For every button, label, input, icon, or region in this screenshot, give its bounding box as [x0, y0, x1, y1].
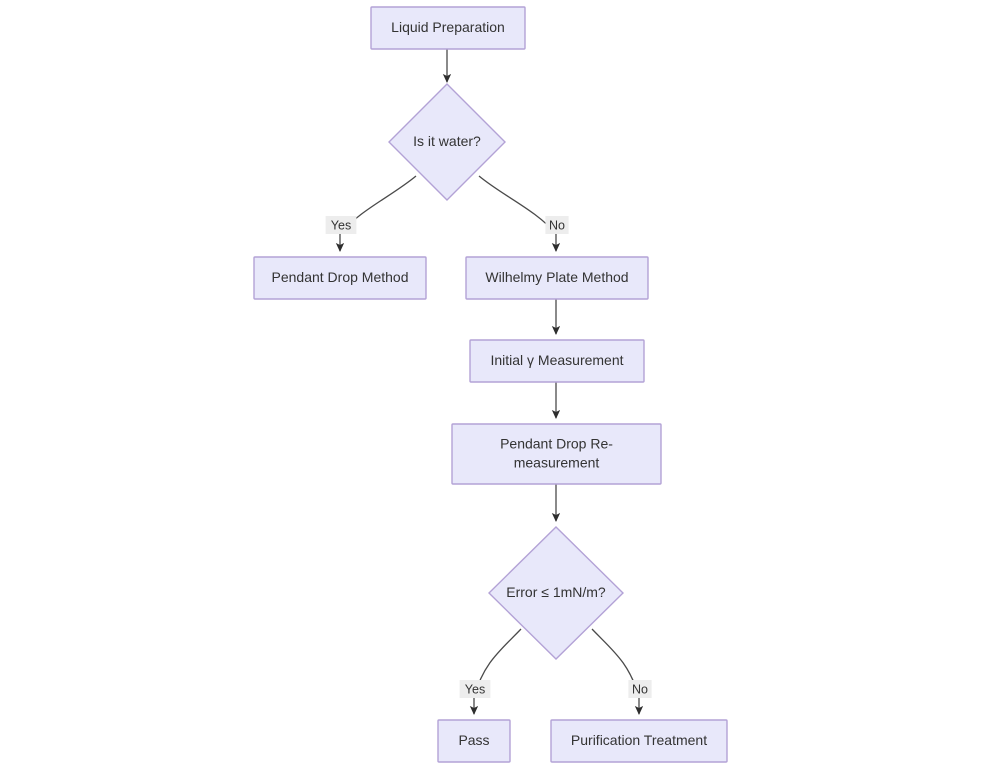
node-liquid-preparation[interactable]: Liquid Preparation — [370, 6, 526, 50]
process-shape[interactable] — [437, 719, 511, 763]
process-shape[interactable] — [465, 256, 649, 300]
edge-error-check-to-purification-treatment — [591, 628, 644, 716]
process-shape[interactable] — [451, 423, 662, 485]
edge-label-background — [325, 216, 357, 234]
edge-is-it-water-to-wilhelmy-plate-method — [478, 175, 561, 253]
decision-shape[interactable] — [388, 83, 506, 201]
edge-label-background — [459, 680, 491, 698]
edge-label-text: Yes — [331, 218, 351, 232]
process-shape[interactable] — [550, 719, 728, 763]
edge-label-error-check-purification-treatment: No — [628, 680, 652, 698]
node-pass[interactable]: Pass — [437, 719, 511, 763]
decision-shape[interactable] — [488, 526, 624, 660]
edge-is-it-water-to-pendant-drop-method — [335, 175, 417, 253]
edge-label-text: Yes — [465, 682, 485, 696]
process-shape[interactable] — [370, 6, 526, 50]
process-shape[interactable] — [469, 339, 645, 383]
edge-error-check-to-pass — [469, 628, 522, 716]
node-initial-gamma-measurement[interactable]: Initial γ Measurement — [469, 339, 645, 383]
node-pendant-drop-remeasurement[interactable]: Pendant Drop Re-measurement — [451, 423, 662, 485]
edge-label-is-it-water-pendant-drop-method: Yes — [325, 216, 357, 234]
edge-label-background — [545, 216, 569, 234]
process-shape[interactable] — [253, 256, 427, 300]
node-pendant-drop-method[interactable]: Pendant Drop Method — [253, 256, 427, 300]
edge-label-text: No — [549, 218, 565, 232]
node-wilhelmy-plate-method[interactable]: Wilhelmy Plate Method — [465, 256, 649, 300]
edge-label-background — [628, 680, 652, 698]
edge-label-error-check-pass: Yes — [459, 680, 491, 698]
node-purification-treatment[interactable]: Purification Treatment — [550, 719, 728, 763]
edge-label-is-it-water-wilhelmy-plate-method: No — [545, 216, 569, 234]
edge-label-text: No — [632, 682, 648, 696]
